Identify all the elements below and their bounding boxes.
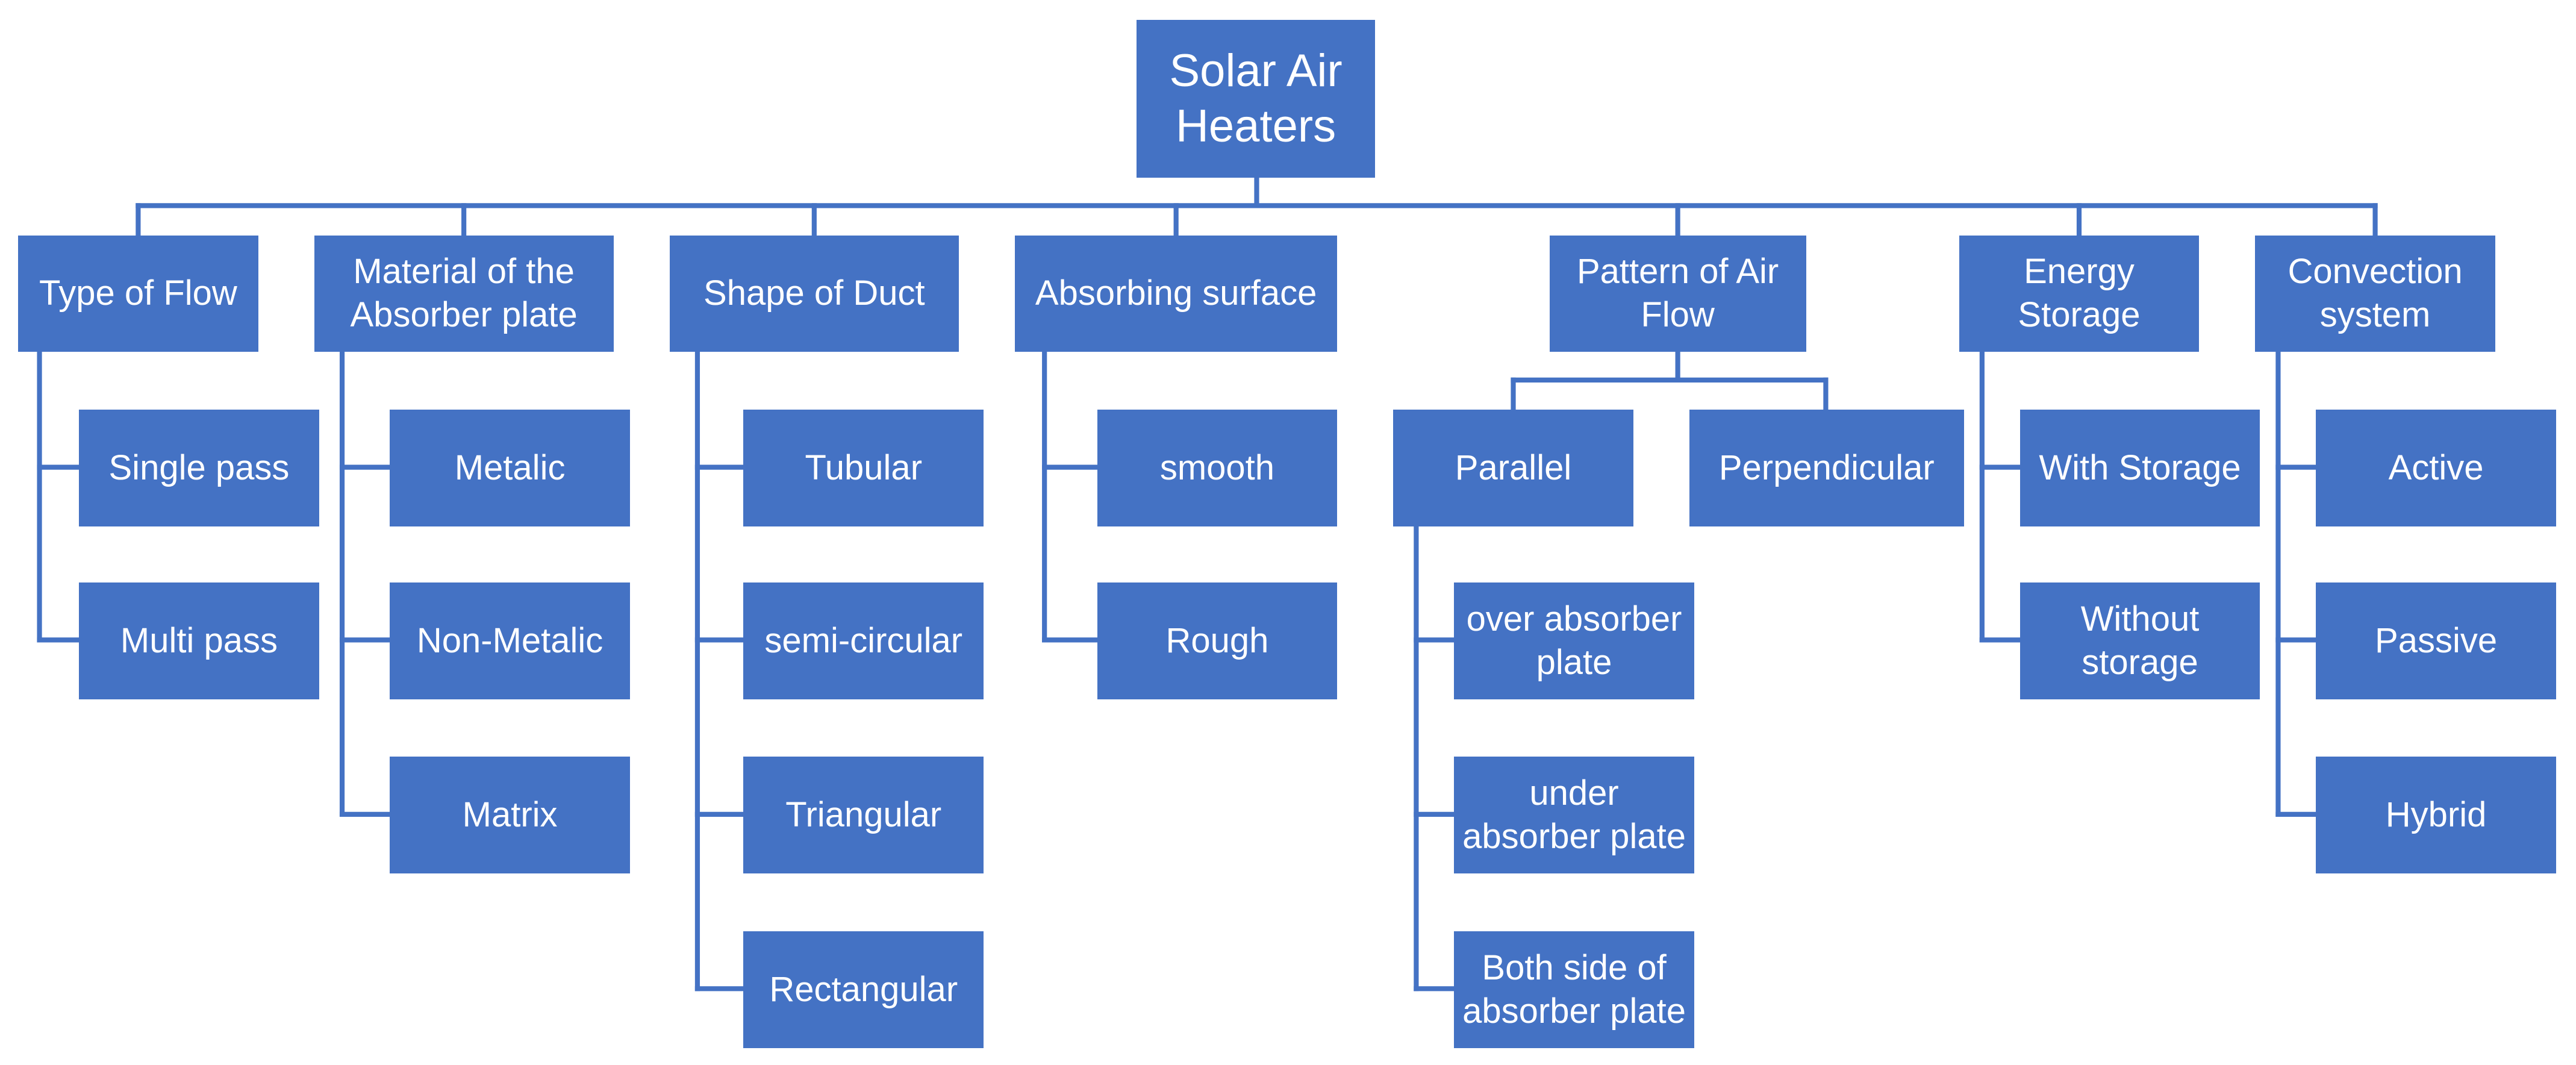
item-single-pass: Single pass [79,410,319,526]
item-hybrid: Hybrid [2316,757,2556,874]
item-with-storage: With Storage [2019,410,2260,526]
item-non-metalic: Non-Metalic [390,582,630,699]
group-perpendicular: Perpendicular [1689,410,1964,526]
root-node-solar-air-heaters: Solar Air Heaters [1137,19,1376,178]
item-active: Active [2316,410,2556,526]
category-material-of-absorber-plate: Material of the Absorber plate [314,235,614,352]
item-smooth: smooth [1097,410,1338,526]
item-triangular: Triangular [743,757,984,874]
item-multi-pass: Multi pass [79,582,319,699]
item-passive: Passive [2316,582,2556,699]
category-pattern-of-air-flow: Pattern of Air Flow [1549,235,1806,352]
category-absorbing-surface: Absorbing surface [1015,235,1338,352]
item-rough: Rough [1097,582,1338,699]
category-shape-of-duct: Shape of Duct [669,235,959,352]
group-parallel: Parallel [1393,410,1633,526]
item-under-absorber-plate: under absorber plate [1454,757,1694,874]
category-convection-system: Convection system [2255,235,2495,352]
category-type-of-flow: Type of Flow [18,235,258,352]
item-rectangular: Rectangular [743,931,984,1048]
item-tubular: Tubular [743,410,984,526]
item-matrix: Matrix [390,757,630,874]
item-metalic: Metalic [390,410,630,526]
item-over-absorber-plate: over absorber plate [1454,582,1694,699]
item-without-storage: Without storage [2019,582,2260,699]
item-semi-circular: semi-circular [743,582,984,699]
category-energy-storage: Energy Storage [1959,235,2200,352]
item-both-side-of-absorber-plate: Both side of absorber plate [1454,931,1694,1048]
